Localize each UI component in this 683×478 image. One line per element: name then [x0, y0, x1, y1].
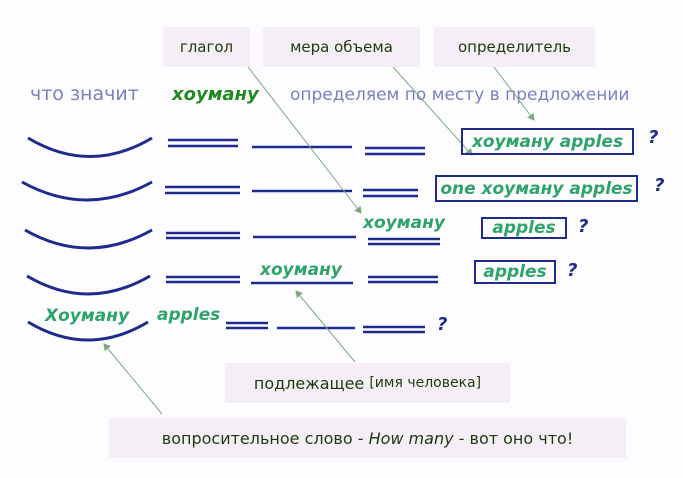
subject-note: подлежащее [имя человека] — [225, 363, 510, 403]
row4-box: apples — [474, 260, 556, 284]
label-verb: глагол — [163, 27, 250, 67]
subject-note-main: подлежащее — [253, 373, 365, 393]
row3-box-text: apples — [492, 218, 556, 238]
arrow-measure — [392, 66, 473, 156]
question-note-post: - вот оно что! — [453, 428, 574, 448]
row2-box: one хоуману apples — [435, 175, 638, 202]
heading-word: хоуману — [172, 84, 259, 105]
question-note-pre: вопросительное слово - — [161, 428, 369, 448]
row5-question-mark: ? — [437, 314, 448, 335]
row5-word1: Хоуману — [45, 306, 130, 326]
subject-note-bracket: [имя человека] — [369, 375, 482, 391]
arrow-determiner — [493, 66, 535, 121]
row1-box-text: хоуману apples — [471, 131, 624, 152]
row3-question-mark: ? — [578, 216, 589, 237]
arc-row5 — [27, 320, 149, 342]
row4-box-text: apples — [483, 262, 547, 282]
row4-question-mark: ? — [567, 260, 578, 281]
row3-word: хоуману — [363, 213, 445, 233]
label-measure: мера объема — [263, 27, 420, 67]
heading-what-means: что значит — [30, 83, 139, 105]
arrow-question — [103, 343, 163, 415]
arrow-subject — [295, 290, 356, 363]
row2-question-mark: ? — [654, 175, 665, 196]
heading-hint: определяем по месту в предложении — [290, 85, 630, 105]
row4-word: хоуману — [260, 260, 342, 280]
arc-row3 — [24, 228, 153, 250]
arc-row1 — [27, 136, 153, 158]
question-note-em: How many — [368, 428, 454, 448]
row1-box: хоуману apples — [461, 128, 634, 155]
row1-question-mark: ? — [648, 127, 659, 148]
row3-box: apples — [481, 217, 567, 239]
arc-row2 — [21, 180, 153, 202]
row5-word2: apples — [157, 305, 221, 325]
row2-box-text: one хоуману apples — [440, 178, 633, 199]
question-word-note: вопросительное слово - How many - вот он… — [109, 418, 626, 458]
arrow-verb — [247, 66, 362, 214]
arc-row4 — [26, 274, 151, 296]
label-determiner: определитель — [434, 27, 595, 67]
